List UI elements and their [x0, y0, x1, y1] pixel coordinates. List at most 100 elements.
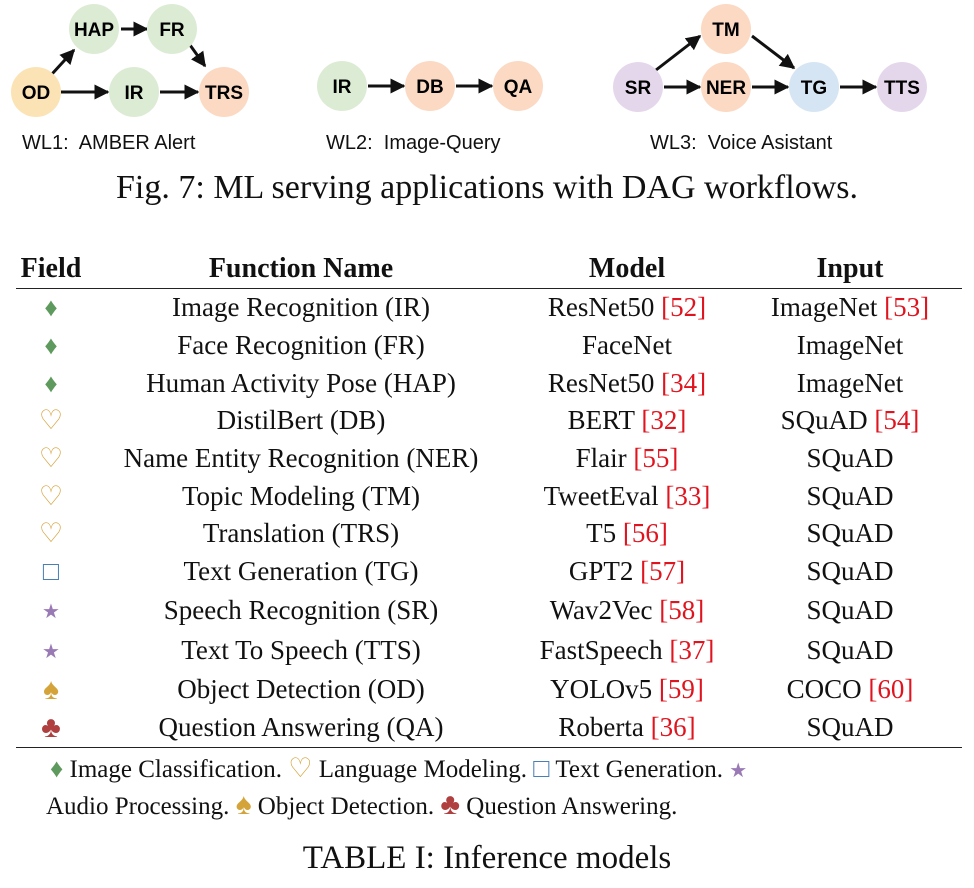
edge-sr-tm [655, 34, 702, 72]
table-row: ♡ DistilBert (DB) BERT [32] SQuAD [54] [16, 402, 962, 440]
header-field: Field [20, 253, 82, 284]
spade-icon: ♠ [43, 672, 59, 706]
function-name: Human Activity Pose (HAP) [146, 367, 456, 398]
citation-link[interactable]: [56] [622, 518, 668, 549]
node-tts-label: TTS [884, 78, 920, 99]
figure-caption: Fig. 7: ML serving applications with DAG… [116, 169, 858, 206]
diamond-icon: ♦ [50, 754, 64, 783]
citation-link[interactable]: [55] [633, 443, 679, 474]
table-row: ♦ Image Recognition (IR) ResNet50 [52] I… [16, 289, 962, 327]
header-function-name: Function Name [208, 253, 394, 284]
heart-icon: ♡ [288, 753, 313, 783]
node-ir-label: IR [125, 83, 144, 104]
function-name: Image Recognition (IR) [172, 292, 430, 323]
star-icon: ★ [729, 760, 748, 782]
node-tg [789, 62, 839, 112]
citation-link[interactable]: [34] [661, 367, 707, 398]
node-ir [109, 67, 159, 117]
table-row: □ Text Generation (TG) GPT2 [57] SQuAD [16, 553, 962, 591]
citation-link[interactable]: [59] [658, 674, 704, 704]
citation-link[interactable]: [32] [641, 405, 687, 436]
spade-icon: ♠ [235, 788, 252, 821]
wl1-caption: WL1: AMBER Alert [22, 132, 196, 154]
wl2-caption: WL2: Image-Query [326, 132, 501, 154]
node-db [405, 61, 455, 111]
header-model: Model [588, 253, 666, 284]
table-row: ★ Text To Speech (TTS) FastSpeech [37] S… [16, 631, 962, 671]
star-icon: ★ [42, 640, 60, 663]
table-row: ♦ Face Recognition (FR) FaceNet ImageNet [16, 327, 962, 365]
node-ner-label: NER [706, 78, 746, 99]
function-name: Text To Speech (TTS) [181, 635, 421, 665]
workflow-wl2: IR DB QA [317, 61, 543, 111]
node-tts [877, 62, 927, 112]
model-cell: FastSpeech [37] [539, 635, 715, 665]
node-tg-label: TG [801, 78, 827, 99]
citation-link[interactable]: [57] [640, 556, 686, 587]
legend-audio-processing: Audio Processing. [46, 793, 230, 820]
table-row: ★ Speech Recognition (SR) Wav2Vec [58] S… [16, 591, 962, 631]
table-row: ♡ Topic Modeling (TM) TweetEval [33] SQu… [16, 477, 962, 515]
citation-link[interactable]: [36] [650, 712, 696, 742]
club-icon: ♣ [440, 788, 461, 821]
function-name: Name Entity Recognition (NER) [123, 443, 479, 474]
model-cell: BERT [32] [567, 405, 687, 436]
input-cell: SQuAD [738, 708, 962, 748]
diamond-icon: ♦ [44, 293, 58, 323]
heart-icon: ♡ [38, 480, 64, 511]
input-cell: ImageNet [53] [770, 292, 930, 323]
legend-image-classification: Image Classification. [69, 756, 282, 783]
node-od [11, 67, 61, 117]
function-name: Face Recognition (FR) [177, 330, 425, 361]
node-tm [701, 4, 751, 54]
model-cell: GPT2 [57] [568, 556, 686, 587]
node-qa-label: QA [504, 77, 533, 98]
table-legend: ♦ Image Classification. ♡ Language Model… [46, 752, 962, 823]
legend-question-answering: Question Answering. [466, 793, 678, 820]
legend-object-detection: Object Detection. [257, 793, 435, 820]
citation-link[interactable]: [58] [659, 595, 705, 625]
citation-link[interactable]: [52] [661, 292, 707, 323]
function-name: Question Answering (QA) [86, 708, 516, 748]
citation-link[interactable]: [53] [884, 292, 930, 323]
citation-link[interactable]: [60] [868, 674, 914, 704]
table-header-row: Field Function Name Model Input [16, 250, 962, 289]
node-tm-label: TM [712, 20, 739, 41]
diamond-icon: ♦ [44, 368, 58, 398]
input-cell: ImageNet [796, 330, 904, 361]
heart-icon: ♡ [38, 443, 64, 474]
legend-line-2: Audio Processing. ♠ Object Detection. ♣ … [46, 788, 962, 823]
model-cell: Wav2Vec [58] [549, 595, 705, 625]
table-caption: TABLE I: Inference models [302, 840, 672, 876]
function-name: DistilBert (DB) [216, 405, 386, 436]
node-trs [199, 67, 249, 117]
function-name: Translation (TRS) [202, 518, 400, 549]
function-name: Object Detection (OD) [177, 674, 425, 704]
table-row: ♦ Human Activity Pose (HAP) ResNet50 [34… [16, 364, 962, 402]
function-name: Text Generation (TG) [183, 556, 419, 587]
dag-workflow-figure: OD HAP FR IR TRS WL1: AMBER Alert IR DB … [11, 4, 927, 154]
input-cell: SQuAD [806, 480, 894, 511]
node-sr-label: SR [625, 78, 652, 99]
citation-link[interactable]: [37] [669, 635, 715, 665]
workflow-wl1: OD HAP FR IR TRS [11, 4, 249, 117]
header-input: Input [816, 253, 884, 284]
model-cell: FaceNet [582, 330, 672, 361]
node-hap [69, 4, 119, 54]
function-name: Speech Recognition (SR) [163, 595, 439, 625]
star-icon: ★ [42, 600, 60, 623]
input-cell: ImageNet [796, 367, 904, 398]
citation-link[interactable]: [54] [874, 405, 920, 436]
node-od-label: OD [22, 83, 51, 104]
node-hap-label: HAP [74, 20, 114, 41]
legend-line-1: ♦ Image Classification. ♡ Language Model… [50, 752, 962, 788]
citation-link[interactable]: [33] [665, 480, 711, 511]
diamond-icon: ♦ [44, 331, 58, 361]
node-fr [147, 4, 197, 54]
model-cell: T5 [56] [586, 518, 668, 549]
edge-tm-tg [751, 34, 796, 70]
input-cell: SQuAD [806, 443, 894, 474]
workflow-wl3: SR TM NER TG TTS [613, 4, 927, 112]
node-trs-label: TRS [205, 83, 243, 104]
input-cell: SQuAD [806, 518, 894, 549]
